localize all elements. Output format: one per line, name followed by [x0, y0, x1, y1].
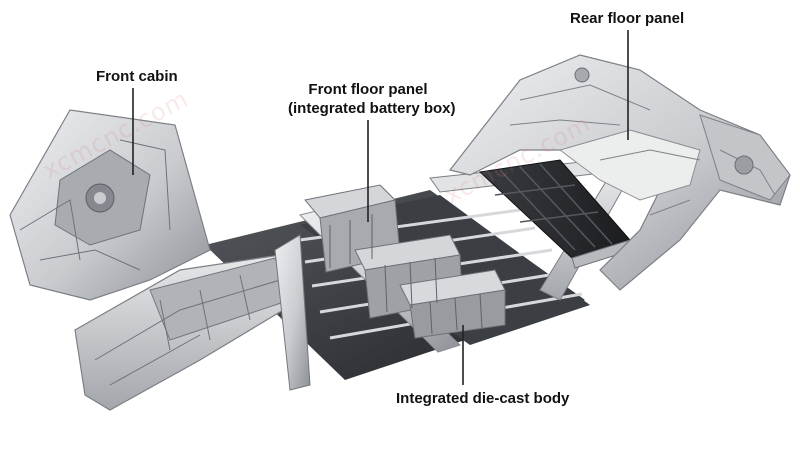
front-cabin-structure — [9, 109, 311, 411]
front-floor-frames — [304, 184, 506, 339]
label-die-cast-body: Integrated die-cast body — [396, 390, 570, 407]
label-front-floor-line2: (integrated battery box) — [288, 100, 456, 117]
leader-lines — [132, 30, 629, 385]
label-front-cabin: Front cabin — [96, 68, 178, 85]
label-front-floor-line1: Front floor panel — [308, 81, 428, 98]
battery-pack — [478, 159, 633, 269]
label-front-floor-panel: Front floor panel (integrated battery bo… — [288, 80, 456, 118]
rear-floor-structure — [448, 54, 791, 291]
label-rear-floor-panel: Rear floor panel — [570, 10, 685, 27]
